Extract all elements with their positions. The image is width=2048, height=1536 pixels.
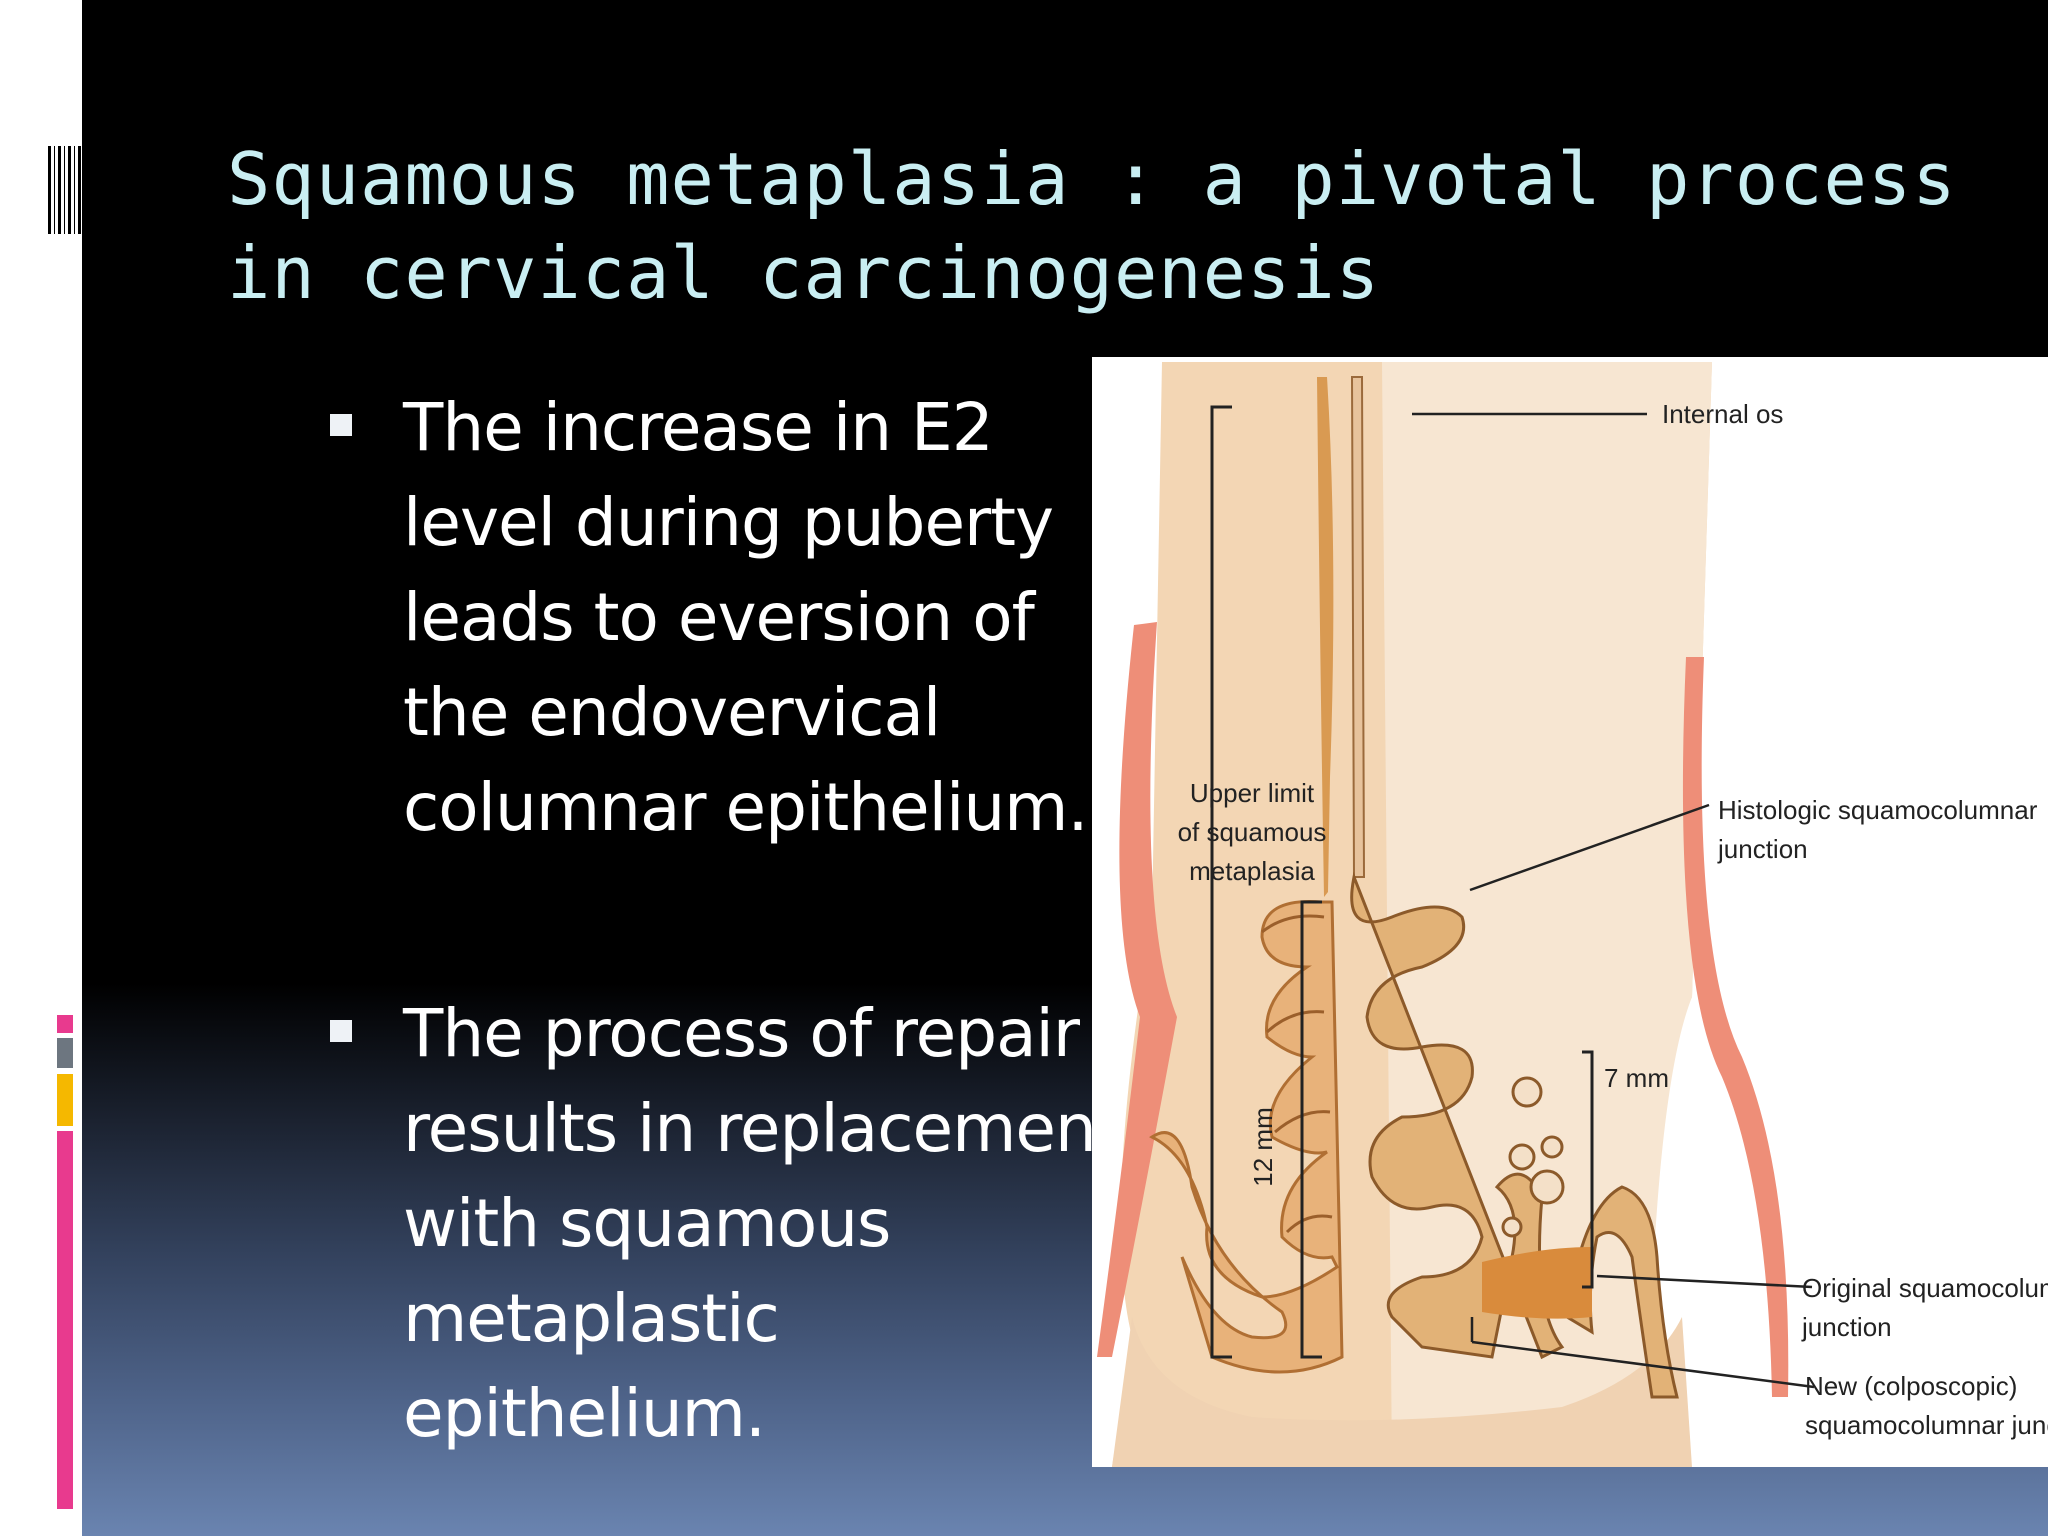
cervix-illustration: Internal os Upper limit of squamous meta… bbox=[1097, 362, 2048, 1467]
label-12mm: 12 mm bbox=[1248, 1107, 1278, 1186]
bullet-item: The increase in E2 level during puberty … bbox=[245, 380, 1145, 855]
slide: Squamous metaplasia : a pivotal process … bbox=[82, 0, 2048, 1536]
label-original-line1: Original squamocolumnar bbox=[1802, 1273, 2048, 1303]
label-histologic-line2: junction bbox=[1717, 834, 1808, 864]
label-new-line1: New (colposcopic) bbox=[1805, 1371, 2017, 1401]
cervix-diagram: Internal os Upper limit of squamous meta… bbox=[1092, 357, 2048, 1467]
square-bullet-icon bbox=[330, 414, 352, 436]
label-upper-limit-line2: of squamous bbox=[1178, 817, 1327, 847]
label-new-line2: squamocolumnar junction bbox=[1805, 1410, 2048, 1440]
decorative-barcode bbox=[48, 146, 82, 234]
label-original-line2: junction bbox=[1801, 1312, 1892, 1342]
label-upper-limit-line3: metaplasia bbox=[1189, 856, 1315, 886]
label-internal-os: Internal os bbox=[1662, 399, 1783, 429]
slide-title: Squamous metaplasia : a pivotal process … bbox=[227, 137, 1957, 315]
label-7mm: 7 mm bbox=[1604, 1063, 1669, 1093]
bullet-list: The increase in E2 level during puberty … bbox=[245, 380, 1145, 1461]
accent-bar-pink bbox=[57, 1131, 73, 1509]
left-margin-strip bbox=[0, 0, 82, 1536]
bullet-text: The process of repair results in replace… bbox=[403, 995, 1122, 1452]
accent-bar-yellow bbox=[57, 1074, 73, 1126]
accent-bar-gray bbox=[57, 1038, 73, 1068]
accent-bar-pink-top bbox=[57, 1015, 73, 1033]
label-histologic-line1: Histologic squamocolumnar bbox=[1718, 795, 2038, 825]
bullet-text: The increase in E2 level during puberty … bbox=[403, 389, 1088, 846]
bullet-item: The process of repair results in replace… bbox=[245, 986, 1145, 1461]
label-upper-limit-line1: Upper limit bbox=[1190, 778, 1315, 808]
square-bullet-icon bbox=[330, 1020, 352, 1042]
